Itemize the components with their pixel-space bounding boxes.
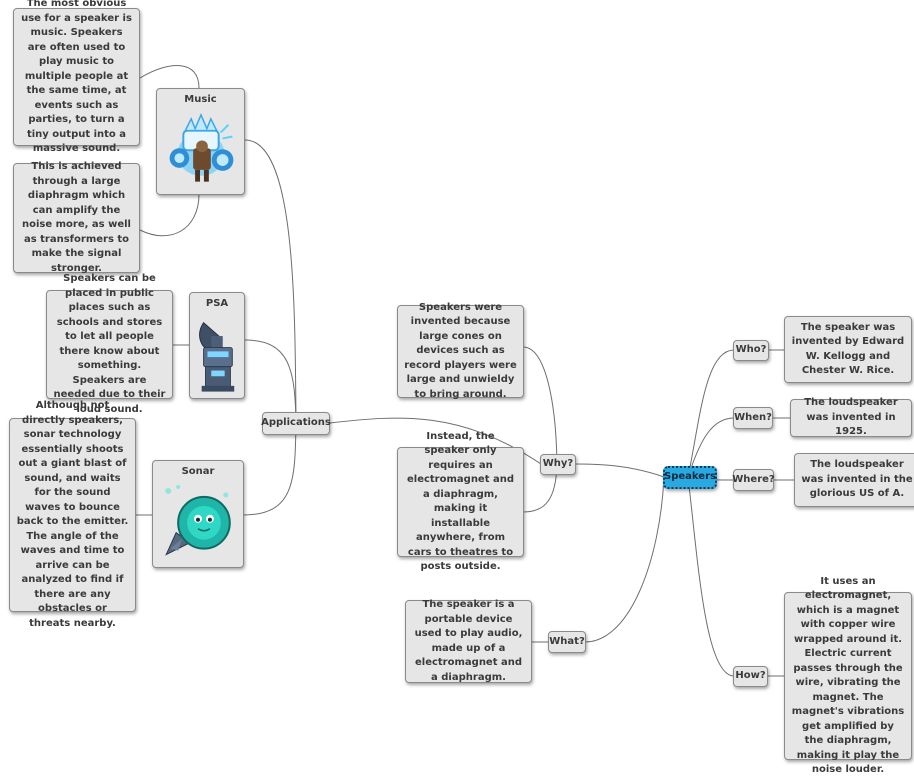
- subtopic-psa-label: PSA: [205, 298, 229, 309]
- subtopic-music[interactable]: Music: [156, 88, 245, 195]
- branch-who-label: Who?: [735, 344, 767, 356]
- note-psa-text: Speakers can be placed in public places …: [53, 273, 166, 415]
- note-why-2[interactable]: Instead, the speaker only requires an el…: [397, 431, 524, 572]
- note-music-1[interactable]: The most obvious use for a speaker is mu…: [13, 0, 140, 154]
- note-who[interactable]: The speaker was invented by Edward W. Ke…: [784, 316, 912, 383]
- note-who-text: The speaker was invented by Edward W. Ke…: [791, 321, 905, 377]
- branch-where[interactable]: Where?: [732, 469, 775, 491]
- branch-who[interactable]: Who?: [733, 340, 769, 361]
- note-music-2[interactable]: This is achieved through a large diaphra…: [13, 161, 140, 274]
- note-why-1-text: Speakers were invented because large con…: [404, 301, 517, 400]
- branch-why[interactable]: Why?: [540, 454, 576, 475]
- note-when[interactable]: The loudspeaker was invented in 1925.: [790, 397, 912, 438]
- subtopic-sonar[interactable]: Sonar: [152, 460, 244, 568]
- branch-applications-label: Applications: [261, 417, 331, 429]
- note-what[interactable]: The speaker is a portable device used to…: [405, 599, 532, 683]
- branch-how[interactable]: How?: [733, 666, 768, 687]
- note-why-2-text: Instead, the speaker only requires an el…: [406, 430, 515, 573]
- branch-why-label: Why?: [542, 458, 574, 470]
- note-where-text: The loudspeaker was invented in the glor…: [801, 459, 913, 500]
- branch-what[interactable]: What?: [548, 631, 586, 653]
- branch-applications[interactable]: Applications: [261, 412, 331, 435]
- branch-when-label: When?: [734, 411, 772, 423]
- radar-tower-image: [199, 321, 235, 392]
- central-topic-label: Speakers: [664, 471, 716, 483]
- note-how[interactable]: It uses an electromagnet, which is a mag…: [784, 576, 912, 775]
- dj-monkey-tower-image: [169, 112, 233, 182]
- subtopic-sonar-label: Sonar: [181, 466, 215, 477]
- note-music-2-text: This is achieved through a large diaphra…: [22, 161, 131, 274]
- subtopic-music-label: Music: [184, 94, 217, 105]
- note-music-1-text: The most obvious use for a speaker is mu…: [21, 0, 132, 155]
- branch-how-label: How?: [735, 670, 766, 682]
- branch-what-label: What?: [549, 635, 585, 647]
- note-what-text: The speaker is a portable device used to…: [414, 599, 523, 683]
- subtopic-psa[interactable]: PSA: [189, 292, 245, 399]
- sonar-submarine-image: [165, 484, 231, 556]
- branch-when[interactable]: When?: [733, 407, 773, 429]
- note-when-text: The loudspeaker was invented in 1925.: [804, 397, 898, 438]
- branch-where-label: Where?: [732, 473, 775, 485]
- note-why-1[interactable]: Speakers were invented because large con…: [397, 302, 524, 400]
- note-how-text: It uses an electromagnet, which is a mag…: [791, 575, 905, 776]
- note-where[interactable]: The loudspeaker was invented in the glor…: [794, 453, 914, 507]
- central-topic-speakers[interactable]: Speakers: [663, 466, 717, 489]
- note-sonar[interactable]: Although not directly speakers, sonar te…: [9, 400, 136, 629]
- note-sonar-text: Although not directly speakers, sonar te…: [16, 400, 129, 629]
- note-psa[interactable]: Speakers can be placed in public places …: [46, 273, 173, 415]
